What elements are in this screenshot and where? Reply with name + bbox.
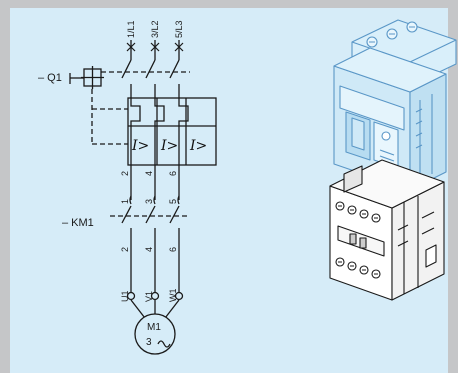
km1-out-1: 2 [120,247,130,252]
terminal-u1 [126,291,136,301]
device-illustration [329,19,457,301]
km1-label: – KM1 [62,217,94,229]
q1-out-3: 6 [168,171,178,176]
km1-in-1: 1 [120,199,130,204]
contactor-illustration [329,159,445,301]
km1-contact-1 [121,205,132,224]
schematic [69,40,217,355]
q1-out-1: 2 [120,171,130,176]
trip-symbol-3: I> [189,138,207,154]
trip-symbol-1: I> [131,138,149,154]
l3-label: 5/L3 [174,20,184,38]
motor-term-u1: U1 [120,290,130,302]
thermal-element-2 [154,98,165,126]
trip-block [127,97,217,166]
motor-term-v1: V1 [144,291,154,302]
terminal-crosses [126,42,184,52]
q1-contact-2 [145,59,156,79]
trip-symbol-2: I> [160,138,178,154]
thermal-element-1 [130,98,141,126]
q1-out-2: 4 [144,171,154,176]
km1-out-2: 4 [144,247,154,252]
thermal-element-3 [178,98,189,126]
l2-label: 3/L2 [150,20,160,38]
ac-tilde-icon [157,340,171,348]
motor-symbol [134,313,176,355]
l1-label: 1/L1 [126,20,136,38]
motor-phase: 3 [146,337,152,348]
km1-out-3: 6 [168,247,178,252]
q1-contact-3 [169,59,180,79]
km1-contact-2 [145,205,156,224]
q1-contact-1 [121,59,132,79]
km1-in-2: 3 [144,199,154,204]
km1-in-3: 5 [168,199,178,204]
km1-contact-3 [169,205,180,224]
q1-label: – Q1 [38,72,62,84]
motor-name: M1 [147,322,161,333]
q1-linkage [91,71,190,145]
breaker-illustration [333,19,457,191]
terminal-w1 [174,291,184,301]
motor-term-w1: W1 [168,289,178,303]
terminal-v1 [150,291,160,301]
